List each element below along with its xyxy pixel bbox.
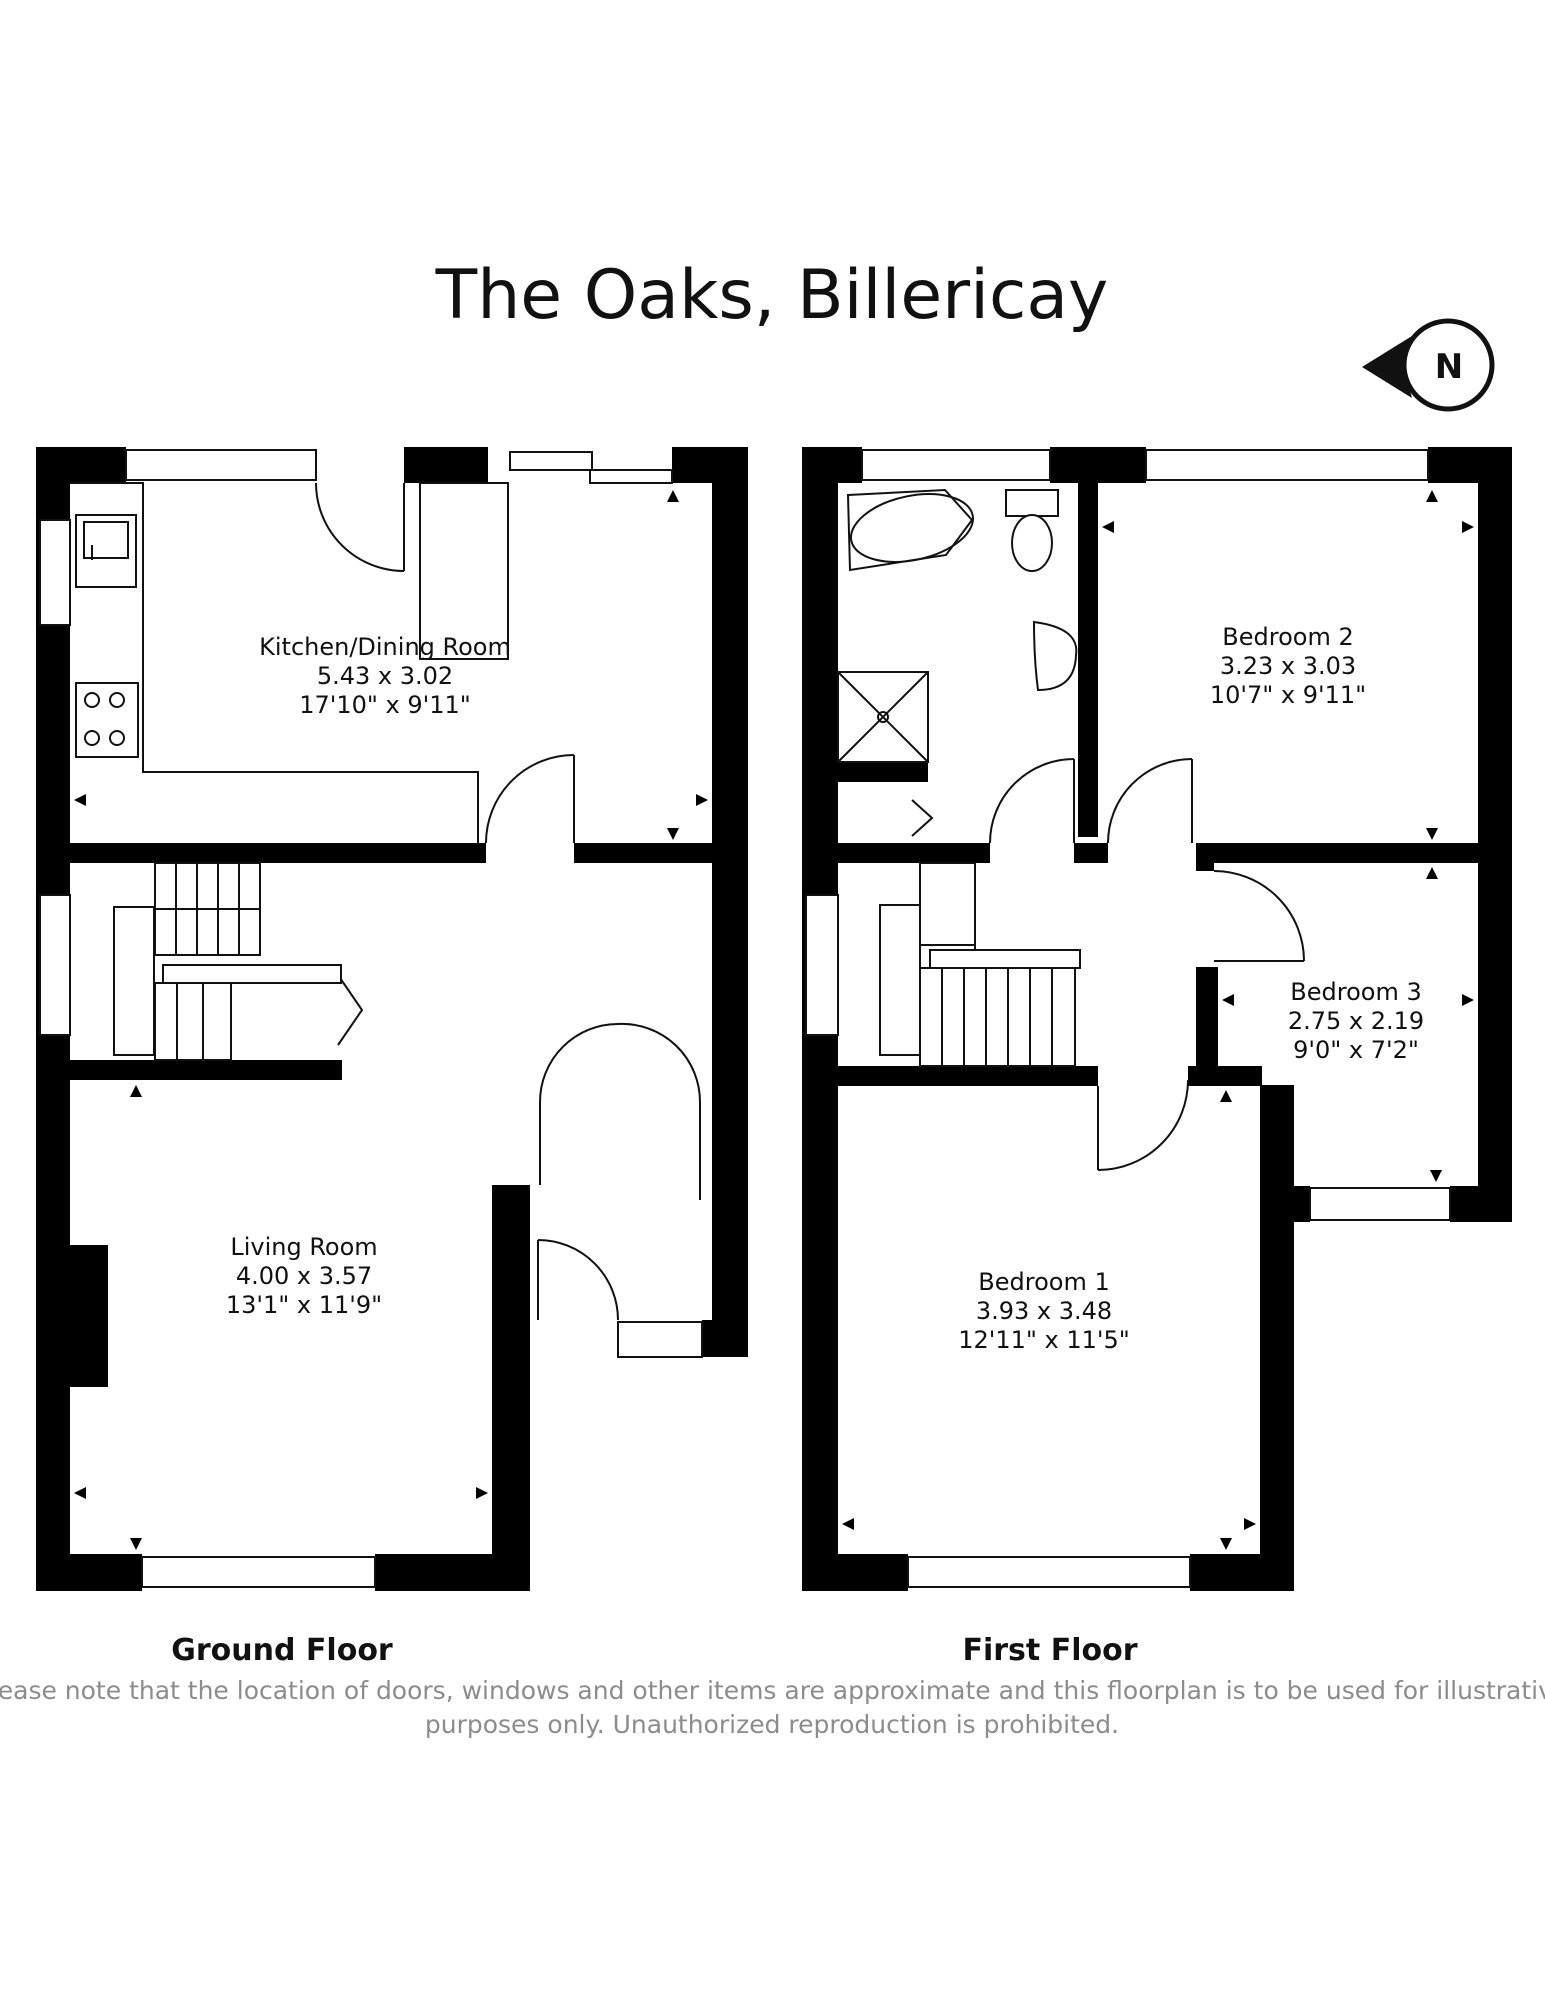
svg-text:2.75 x 2.19: 2.75 x 2.19 (1288, 1007, 1424, 1035)
floor-label-first: First Floor (962, 1633, 1137, 1668)
svg-text:3.93 x 3.48: 3.93 x 3.48 (976, 1297, 1112, 1325)
hob-icon (75, 682, 139, 758)
compass-letter: N (1435, 347, 1463, 387)
svg-text:Kitchen/Dining Room: Kitchen/Dining Room (259, 633, 511, 661)
svg-text:Bedroom 3: Bedroom 3 (1290, 978, 1421, 1006)
bathroom-fixtures (837, 488, 1078, 837)
svg-text:9'0" x 7'2": 9'0" x 7'2" (1293, 1036, 1419, 1064)
room-label-bedroom-2: Bedroom 2 3.23 x 3.03 10'7" x 9'11" (1210, 623, 1366, 709)
kitchen-worktop (70, 482, 509, 843)
svg-text:10'7" x 9'11": 10'7" x 9'11" (1210, 681, 1366, 709)
ground-floor-doors (315, 482, 702, 1321)
room-label-living-room: Living Room 4.00 x 3.57 13'1" x 11'9" (226, 1233, 382, 1319)
svg-text:Bedroom 1: Bedroom 1 (978, 1268, 1109, 1296)
toilet-icon (1005, 489, 1059, 517)
svg-text:13'1" x 11'9": 13'1" x 11'9" (226, 1291, 382, 1319)
room-label-bedroom-1: Bedroom 1 3.93 x 3.48 12'11" x 11'5" (958, 1268, 1130, 1354)
ground-floor-dimension-markers (74, 490, 708, 1550)
basin-icon (1032, 620, 1078, 692)
first-floor-stairs (879, 862, 1081, 1067)
north-arrow-icon: N (1362, 318, 1495, 412)
svg-text:3.23 x 3.03: 3.23 x 3.03 (1220, 652, 1356, 680)
svg-text:17'10" x 9'11": 17'10" x 9'11" (299, 691, 471, 719)
floor-label-ground: Ground Floor (171, 1633, 393, 1668)
room-label-bedroom-3: Bedroom 3 2.75 x 2.19 9'0" x 7'2" (1288, 978, 1424, 1064)
first-floor-windows (805, 449, 1451, 1588)
svg-text:4.00 x 3.57: 4.00 x 3.57 (236, 1262, 372, 1290)
bath-icon (846, 488, 974, 572)
room-label-kitchen-dining: Kitchen/Dining Room 5.43 x 3.02 17'10" x… (259, 633, 511, 719)
fridge-unit-icon (419, 482, 509, 660)
disclaimer-line-2: purposes only. Unauthorized reproduction… (425, 1710, 1119, 1739)
svg-text:Bedroom 2: Bedroom 2 (1222, 623, 1353, 651)
ground-floor-stairs (113, 862, 342, 1061)
page-title: The Oaks, Billericay (435, 256, 1109, 335)
ground-floor-windows (39, 449, 703, 1588)
first-floor-dimension-markers (842, 490, 1474, 1550)
first-floor-doors (989, 758, 1305, 1171)
disclaimer-line-1: Please note that the location of doors, … (0, 1676, 1545, 1705)
svg-text:5.43 x 3.02: 5.43 x 3.02 (317, 662, 453, 690)
svg-text:12'11" x 11'5": 12'11" x 11'5" (958, 1326, 1130, 1354)
kitchen-sink-icon (75, 514, 137, 588)
svg-text:Living Room: Living Room (230, 1233, 377, 1261)
